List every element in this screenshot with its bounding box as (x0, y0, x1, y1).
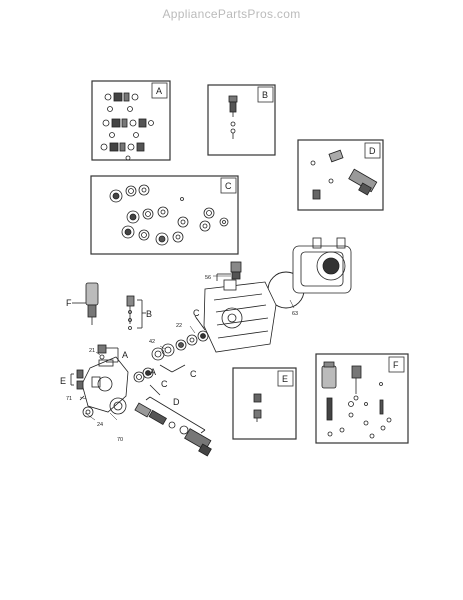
label-c-mid: C (161, 379, 168, 389)
label-f: F (66, 298, 72, 308)
pump-manifold[interactable] (79, 356, 129, 418)
callout-71: 71 (66, 396, 72, 402)
valve-chain-b (126, 295, 146, 330)
diagram-labels: F B C C C A A D E 56 63 22 42 21 71 24 7… (60, 275, 298, 443)
label-c-top: C (193, 308, 200, 318)
kit-c-label: C (225, 181, 232, 191)
kit-d-box[interactable]: D (297, 139, 384, 211)
callout-21: 21 (89, 348, 95, 354)
kit-a-box[interactable]: A (91, 80, 171, 161)
kit-d-label: D (369, 146, 376, 156)
unloader-valve-f (72, 282, 99, 325)
label-a-upper: A (122, 350, 128, 360)
callout-42: 42 (149, 339, 155, 345)
valve-parts-b (228, 95, 238, 139)
piston-fitting-56 (216, 261, 242, 281)
kit-e-box[interactable]: E (232, 367, 297, 440)
kit-e-label: E (282, 374, 288, 384)
valve-parts-e (253, 393, 262, 422)
callout-70: 70 (117, 437, 123, 443)
parts-e-chain (70, 369, 84, 390)
label-e: E (60, 376, 66, 386)
callout-63: 63 (292, 311, 298, 317)
pump-motor-housing[interactable] (267, 237, 352, 309)
unloader-parts-f (321, 361, 392, 439)
label-c-right: C (190, 369, 197, 379)
watermark: AppliancePartsPros.com (162, 7, 301, 21)
kit-f-box[interactable]: F (315, 353, 409, 444)
kit-b-label: B (262, 90, 268, 100)
kit-c-box[interactable]: C (90, 175, 239, 255)
seal-stack (133, 315, 209, 396)
seal-parts-c (109, 184, 229, 246)
small-parts-21 (97, 344, 119, 363)
valve-parts-a (100, 92, 154, 161)
label-a-lower: A (150, 367, 156, 377)
label-d: D (173, 397, 180, 407)
callout-24: 24 (97, 422, 103, 428)
kit-f-label: F (393, 360, 399, 370)
pump-crankcase[interactable] (203, 279, 277, 353)
label-b: B (146, 309, 152, 319)
callout-56: 56 (205, 275, 211, 281)
kit-b-box[interactable]: B (207, 84, 276, 156)
callout-22: 22 (176, 323, 182, 329)
unloader-parts-d (310, 149, 378, 200)
kit-a-label: A (156, 86, 162, 96)
leader-lines (79, 275, 295, 421)
outlet-fittings-d (134, 396, 212, 457)
